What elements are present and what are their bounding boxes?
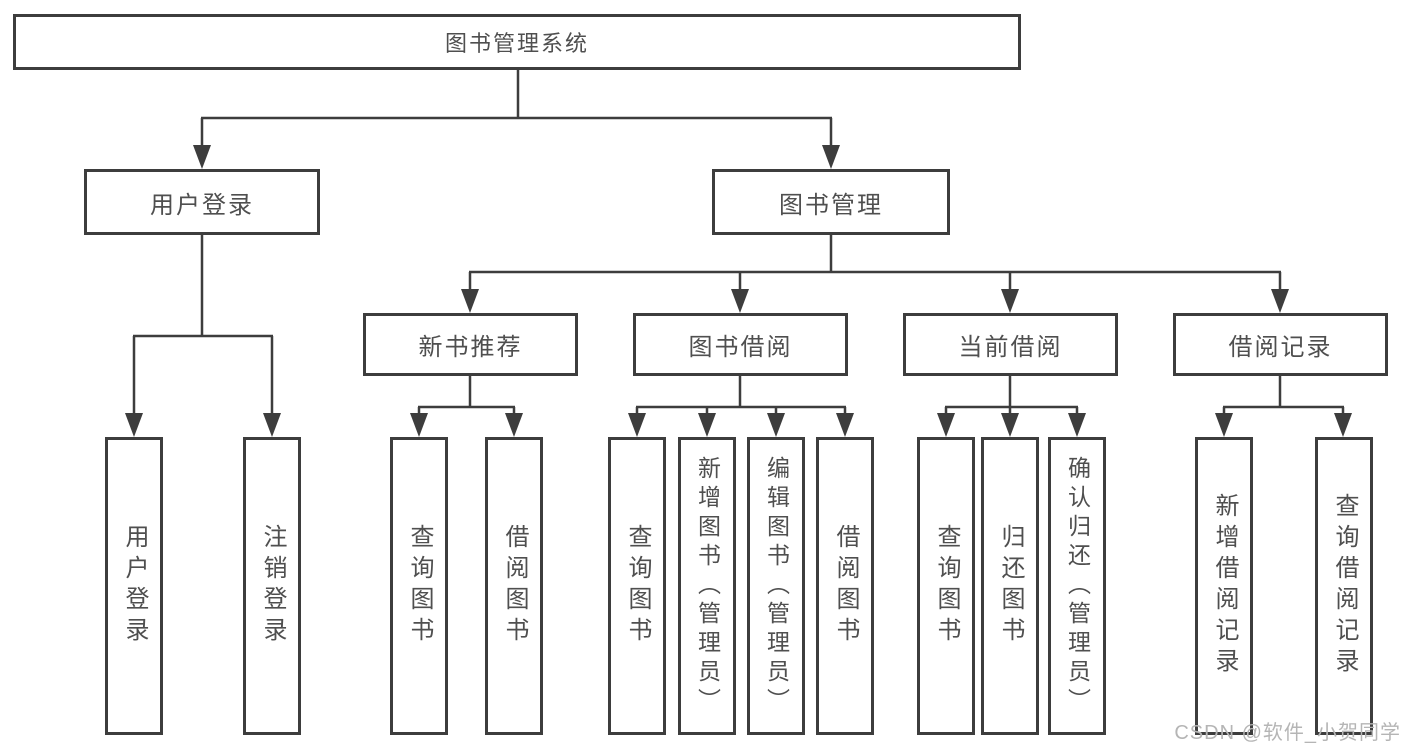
leaf-newbooks-query: 查询图书: [390, 437, 448, 735]
leaf-current-confirm: 确认归还（管理员）: [1048, 437, 1106, 735]
leaf-records-add: 新增借阅记录: [1195, 437, 1253, 735]
node-user-login: 用户登录: [84, 169, 320, 235]
leaf-user-login-label: 用户登录: [121, 524, 148, 648]
node-book-management: 图书管理: [712, 169, 950, 235]
leaf-borrow-edit: 编辑图书（管理员）: [747, 437, 805, 735]
node-root: 图书管理系统: [13, 14, 1021, 70]
leaf-logout: 注销登录: [243, 437, 301, 735]
leaf-current-query-label: 查询图书: [933, 524, 960, 648]
leaf-records-add-label: 新增借阅记录: [1211, 493, 1238, 679]
leaf-user-login: 用户登录: [105, 437, 163, 735]
node-borrow-records: 借阅记录: [1173, 313, 1388, 376]
node-current-borrow: 当前借阅: [903, 313, 1118, 376]
leaf-borrow-edit-label: 编辑图书（管理员）: [763, 455, 790, 717]
leaf-current-query: 查询图书: [917, 437, 975, 735]
leaf-current-return: 归还图书: [981, 437, 1039, 735]
leaf-newbooks-query-label: 查询图书: [406, 524, 433, 648]
leaf-records-query: 查询借阅记录: [1315, 437, 1373, 735]
leaf-current-confirm-label: 确认归还（管理员）: [1064, 455, 1091, 717]
leaf-records-query-label: 查询借阅记录: [1331, 493, 1358, 679]
leaf-borrow-borrow: 借阅图书: [816, 437, 874, 735]
leaf-borrow-query-label: 查询图书: [624, 524, 651, 648]
node-book-borrow: 图书借阅: [633, 313, 848, 376]
leaf-logout-label: 注销登录: [259, 524, 286, 648]
leaf-borrow-query: 查询图书: [608, 437, 666, 735]
leaf-newbooks-borrow-label: 借阅图书: [501, 524, 528, 648]
node-new-book-recommend: 新书推荐: [363, 313, 578, 376]
leaf-borrow-borrow-label: 借阅图书: [832, 524, 859, 648]
leaf-current-return-label: 归还图书: [997, 524, 1024, 648]
watermark: CSDN @软件_小贺同学: [1174, 722, 1401, 744]
leaf-borrow-add: 新增图书（管理员）: [678, 437, 736, 735]
leaf-borrow-add-label: 新增图书（管理员）: [694, 455, 721, 717]
leaf-newbooks-borrow: 借阅图书: [485, 437, 543, 735]
